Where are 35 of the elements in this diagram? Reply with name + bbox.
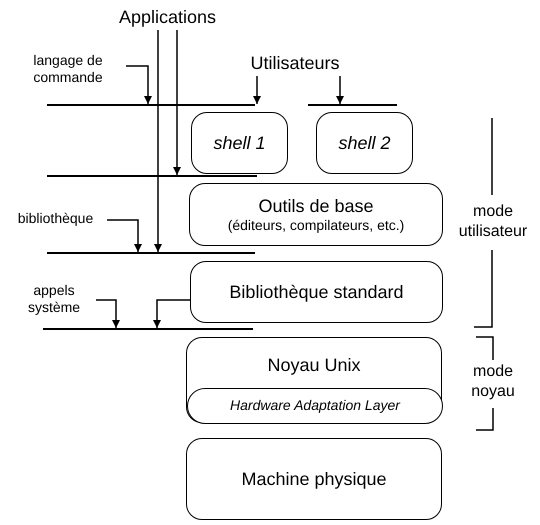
annotation-text: Applications [110, 4, 225, 30]
annotation-text: Utilisateurs [240, 50, 350, 76]
arrow [173, 30, 181, 175]
layer-label: (éditeurs, compilateurs, etc.) [228, 217, 404, 234]
interface-line [47, 175, 257, 177]
layer-label: Noyau Unix [267, 354, 361, 376]
interface-line [47, 104, 255, 106]
arrow [96, 299, 120, 328]
arrow [154, 30, 162, 252]
mode-label: mode utilisateur [458, 202, 528, 242]
layer-box [191, 112, 288, 174]
arrow [153, 299, 190, 328]
layer-box [190, 261, 443, 323]
arrow [336, 76, 344, 104]
mode-label: mode noyau [470, 362, 516, 402]
interface-line [47, 252, 255, 254]
layer-label: Hardware Adaptation Layer [230, 397, 400, 415]
arrow [107, 219, 142, 252]
layer-box [316, 112, 413, 174]
interface-line [308, 104, 397, 106]
interface-line [43, 328, 253, 330]
layer-box [186, 438, 442, 520]
annotation-text: appels système [16, 279, 92, 319]
annotation-text: bibliothèque [8, 208, 103, 230]
arrow [253, 76, 261, 104]
layer-label: shell 2 [338, 132, 391, 154]
arrow [126, 65, 152, 104]
layer-box [186, 337, 442, 423]
layer-label: Machine physique [241, 468, 387, 490]
layer-box [189, 183, 443, 246]
annotation-text: langage de commande [14, 50, 122, 88]
layer-label: Outils de base [258, 194, 374, 217]
sub-layer-box [187, 388, 443, 424]
layer-label: shell 1 [213, 132, 266, 154]
layer-label: Bibliothèque standard [229, 280, 404, 304]
